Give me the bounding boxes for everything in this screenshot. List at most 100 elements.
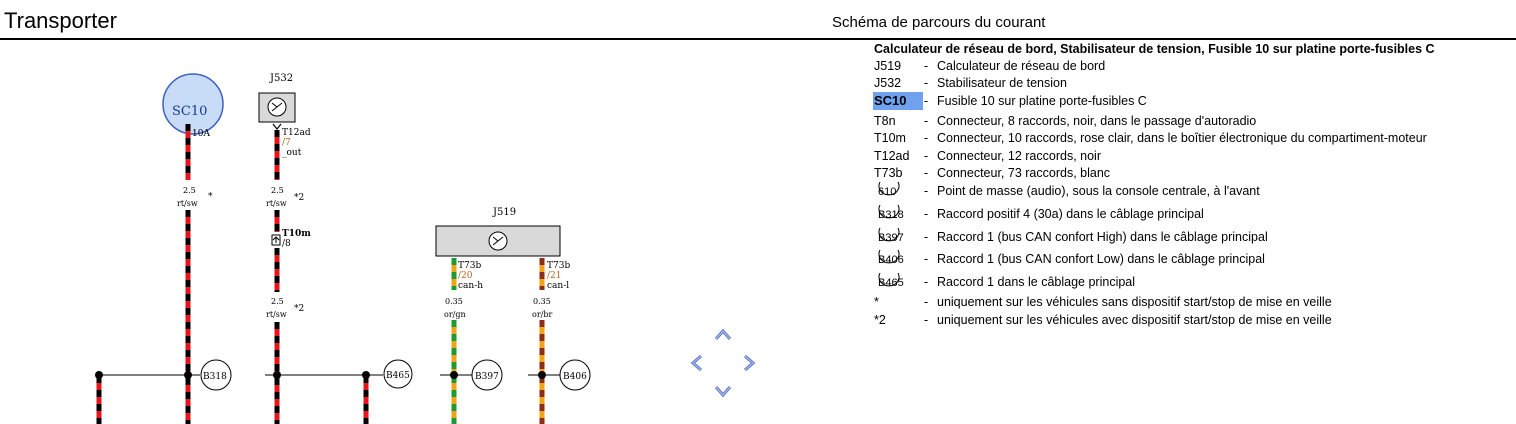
legend-separator: -: [924, 230, 929, 244]
legend-separator: -: [924, 166, 929, 180]
pan-up-arrow-icon[interactable]: [714, 326, 732, 344]
legend-code: T8n: [874, 114, 896, 128]
legend-code: T10m: [874, 131, 906, 145]
legend-code: *2: [874, 313, 886, 327]
legend-desc: Point de masse (audio), sous la console …: [937, 184, 1260, 198]
wire-left-branch[interactable]: [96, 376, 369, 424]
wire2-color: rt/sw: [266, 199, 287, 208]
fuse-rating: 10A: [192, 129, 210, 139]
legend-desc: uniquement sur les véhicules avec dispos…: [937, 313, 1332, 327]
wire2-note: *2: [294, 193, 304, 203]
legend-desc: Stabilisateur de tension: [937, 76, 1067, 90]
legend-desc: Connecteur, 73 raccords, blanc: [937, 166, 1111, 180]
component-legend: Calculateur de réseau de bord, Stabilisa…: [873, 41, 1514, 327]
legend-desc: Raccord 1 (bus CAN confort Low) dans le …: [937, 252, 1265, 266]
legend-desc: Calculateur de réseau de bord: [937, 59, 1106, 73]
node-b406[interactable]: B406: [559, 359, 591, 391]
j519-pin2-num: /21: [547, 271, 561, 281]
ground-point-icon: [878, 181, 900, 196]
legend-code: *: [874, 295, 879, 309]
legend-code: J532: [874, 76, 902, 90]
legend-code: 610: [878, 186, 897, 198]
wire3-size: 2.5: [271, 297, 284, 306]
legend-separator: -: [924, 131, 929, 145]
legend-desc: Connecteur, 10 raccords, rose clair, dan…: [937, 131, 1427, 145]
junction-dot: [95, 371, 103, 379]
legend-desc: Raccord positif 4 (30a) dans le câblage …: [937, 207, 1204, 221]
page-title: Transporter: [4, 8, 117, 33]
legend-separator: -: [924, 59, 929, 73]
connection-point-icon: [878, 272, 900, 287]
j519-label: J519: [492, 207, 516, 218]
connection-point-icon: [878, 204, 900, 219]
node-b465[interactable]: B465: [383, 359, 413, 389]
j532-label: J532: [269, 73, 293, 84]
legend-code-highlighted: SC10: [873, 92, 923, 110]
pan-right-arrow-icon[interactable]: [740, 354, 758, 372]
legend-separator: -: [924, 252, 929, 266]
legend-separator: -: [924, 275, 929, 289]
wire2-size: 2.5: [271, 186, 284, 195]
header-rule: [0, 38, 1516, 40]
junction-dot: [538, 371, 546, 379]
t10m-arrow-icon: [272, 236, 280, 243]
connection-point-icon: [878, 227, 900, 242]
legend-heading: Calculateur de réseau de bord, Stabilisa…: [874, 42, 1435, 56]
fuse-label: SC10: [172, 104, 207, 119]
legend-code: J519: [874, 59, 902, 73]
legend-separator: -: [924, 313, 929, 327]
legend-code: B318: [878, 209, 904, 221]
wire1-size: 2.5: [183, 186, 196, 195]
j532-pin-num: /7: [282, 138, 291, 148]
pan-left-arrow-icon[interactable]: [688, 354, 706, 372]
legend-code: T12ad: [874, 149, 910, 163]
legend-desc: Connecteur, 8 raccords, noir, dans le pa…: [937, 114, 1257, 128]
fuse-circle: [162, 73, 224, 135]
legend-desc: Connecteur, 12 raccords, noir: [937, 149, 1101, 163]
j519-pin1-conn: T73b: [458, 261, 481, 271]
j519-pin2-sig: can-l: [547, 281, 569, 291]
legend-separator: -: [924, 114, 929, 128]
component-j532[interactable]: J532 T12ad /7 _out: [258, 73, 311, 158]
junction-dot: [362, 371, 370, 379]
legend-desc: uniquement sur les véhicules sans dispos…: [937, 295, 1332, 309]
j532-ground-symbol-icon: [271, 102, 283, 112]
node-b465-label: B465: [386, 371, 410, 381]
legend-separator: -: [924, 184, 929, 198]
pan-navigation: [686, 326, 758, 398]
j532-pin-conn: T12ad: [282, 128, 311, 138]
connector-t10m[interactable]: T10m /8: [271, 229, 311, 249]
legend-code: B397: [878, 232, 904, 244]
pan-down-arrow-icon[interactable]: [714, 382, 732, 400]
legend-code: B406: [878, 254, 904, 266]
t10m-num: /8: [282, 239, 291, 249]
junction-dot: [450, 371, 458, 379]
j532-pin-arrow-icon: [272, 123, 282, 130]
component-j519[interactable]: J519 T73b /20 can-h T73b /21 can-l: [435, 207, 570, 291]
j519-ground-symbol-icon: [492, 236, 504, 246]
wire3-note: *2: [294, 304, 304, 314]
legend-code: T73b: [874, 166, 903, 180]
legend-separator: -: [924, 149, 929, 163]
diagram-subtitle: Schéma de parcours du courant: [832, 14, 1046, 31]
node-b397[interactable]: B397: [471, 359, 503, 391]
node-b406-label: B406: [563, 372, 587, 382]
wire5-color: or/br: [532, 310, 552, 319]
junction-dot: [273, 371, 281, 379]
j519-pin1-sig: can-h: [458, 281, 483, 291]
j519-pin2-conn: T73b: [547, 261, 570, 271]
j532-pin-sig: _out: [282, 148, 302, 158]
legend-separator: -: [924, 295, 929, 309]
wire5-size: 0.35: [533, 297, 551, 306]
fuse-sc10[interactable]: SC10 10A: [162, 73, 224, 139]
j519-pin1-num: /20: [458, 271, 473, 281]
node-b318-label: B318: [203, 372, 227, 382]
junction-dot: [184, 371, 192, 379]
circuit-diagram: SC10 10A J532 T12ad /7 _out J519 T73b /2…: [95, 73, 591, 424]
legend-separator: -: [924, 94, 929, 108]
legend-desc: Fusible 10 sur platine porte-fusibles C: [937, 94, 1147, 108]
node-b397-label: B397: [475, 372, 499, 382]
wire1-note: *: [208, 192, 213, 202]
connection-point-icon: [878, 249, 900, 264]
node-b318[interactable]: B318: [200, 359, 232, 391]
